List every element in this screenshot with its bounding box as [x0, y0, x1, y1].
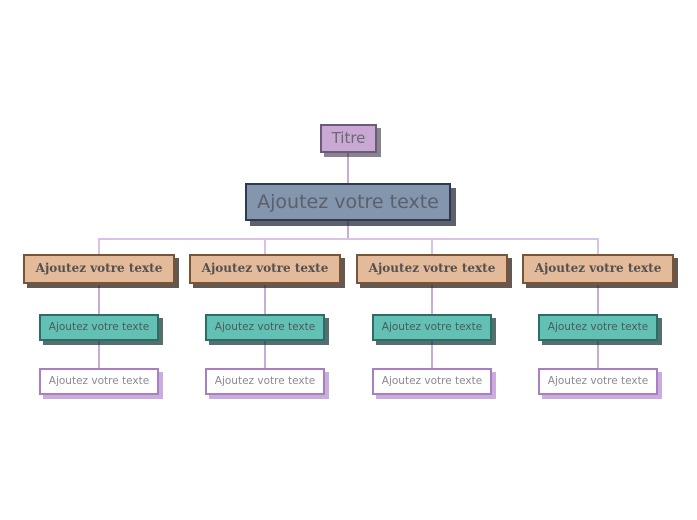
connector-col3-teal-to-white — [431, 341, 433, 368]
connector-col1-teal-to-white — [98, 341, 100, 368]
node-col2-white[interactable]: Ajoutez votre texte — [205, 368, 325, 395]
connector-bus-to-col4 — [597, 238, 599, 254]
node-col1-teal[interactable]: Ajoutez votre texte — [39, 314, 159, 341]
node-col2-teal[interactable]: Ajoutez votre texte — [205, 314, 325, 341]
connector-col4-teal-to-white — [597, 341, 599, 368]
node-title[interactable]: Titre — [320, 124, 377, 153]
node-col1-white[interactable]: Ajoutez votre texte — [39, 368, 159, 395]
node-col3-teal[interactable]: Ajoutez votre texte — [372, 314, 492, 341]
connector-bus-to-col3 — [431, 238, 433, 254]
node-main[interactable]: Ajoutez votre texte — [245, 183, 451, 221]
node-col4-white[interactable]: Ajoutez votre texte — [538, 368, 658, 395]
connector-col4-tan-to-teal — [597, 285, 599, 314]
connector-col2-teal-to-white — [264, 341, 266, 368]
connector-branch-bus — [99, 238, 599, 240]
connector-col1-tan-to-teal — [98, 285, 100, 314]
node-col1-tan[interactable]: Ajoutez votre texte — [23, 254, 175, 284]
node-col3-white[interactable]: Ajoutez votre texte — [372, 368, 492, 395]
connector-title-to-main — [347, 152, 349, 184]
node-col3-tan[interactable]: Ajoutez votre texte — [356, 254, 508, 284]
node-col4-tan[interactable]: Ajoutez votre texte — [522, 254, 674, 284]
node-col4-teal[interactable]: Ajoutez votre texte — [538, 314, 658, 341]
connector-bus-to-col1 — [98, 238, 100, 254]
connector-col2-tan-to-teal — [264, 285, 266, 314]
connector-col3-tan-to-teal — [431, 285, 433, 314]
connector-bus-to-col2 — [264, 238, 266, 254]
connector-main-to-bus — [347, 220, 349, 239]
node-col2-tan[interactable]: Ajoutez votre texte — [189, 254, 341, 284]
